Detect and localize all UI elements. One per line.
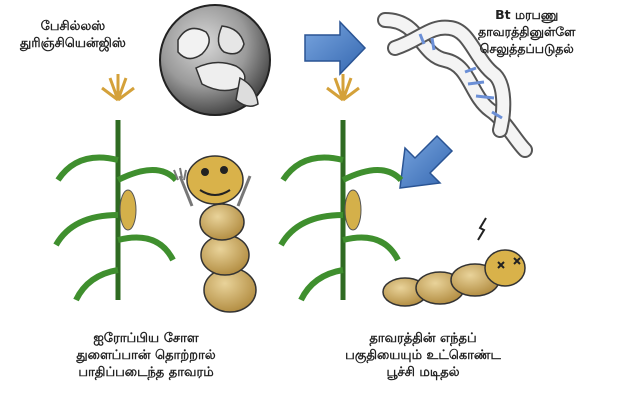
larva-with-fork-icon bbox=[174, 156, 256, 312]
label-line: பாதிப்படைந்த தாவரம் bbox=[66, 364, 226, 381]
corn-plant-icon bbox=[56, 74, 176, 300]
label-line: துரிஞ்சியென்ஜிஸ் bbox=[20, 35, 126, 52]
label-insect-death: தாவரத்தின் எந்தப் பகுதியையும் உட்கொண்ட ப… bbox=[318, 330, 528, 381]
label-bacillus: பேசில்லஸ் துரிஞ்சியென்ஜிஸ் bbox=[20, 18, 126, 52]
label-line: தாவரத்தின் எந்தப் bbox=[318, 330, 528, 347]
label-bt-gene: Bt மரபணு தாவரத்தினுள்ளே செலுத்தப்படுதல் bbox=[478, 6, 575, 57]
label-line: பேசில்லஸ் bbox=[20, 18, 126, 35]
bacteria-sphere-icon bbox=[160, 5, 270, 115]
label-line: பகுதியையும் உட்கொண்ட bbox=[318, 347, 528, 364]
label-line: ஐரோப்பிய சோள bbox=[66, 330, 226, 347]
label-line: துளைப்பான் தொற்றால் bbox=[66, 347, 226, 364]
corn-plant-icon bbox=[281, 74, 401, 300]
arrow-right-icon bbox=[305, 22, 365, 74]
label-infested-plant: ஐரோப்பிய சோள துளைப்பான் தொற்றால் பாதிப்ப… bbox=[66, 330, 226, 381]
label-line: பூச்சி மடிதல் bbox=[318, 364, 528, 381]
label-line: தாவரத்தினுள்ளே bbox=[478, 23, 575, 40]
label-line: Bt மரபணு bbox=[478, 6, 575, 23]
dead-larva-icon bbox=[383, 218, 525, 306]
label-line: செலுத்தப்படுதல் bbox=[478, 40, 575, 57]
arrow-down-left-icon bbox=[400, 136, 452, 188]
